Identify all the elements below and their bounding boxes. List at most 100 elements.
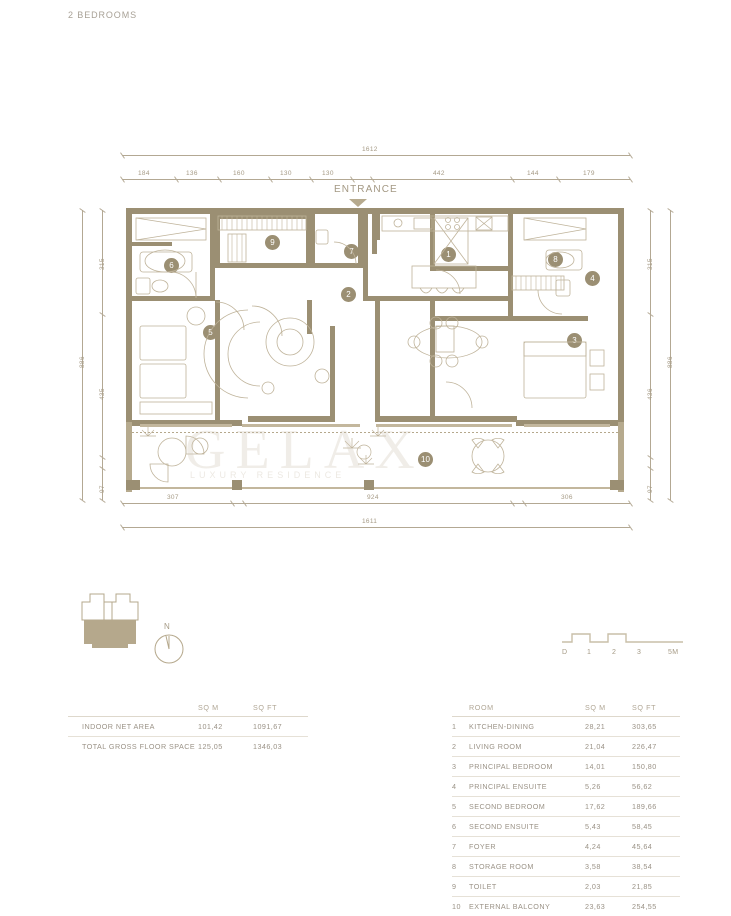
compass: N bbox=[152, 622, 186, 662]
schedule-row-9-room: EXTERNAL BALCONY bbox=[469, 897, 585, 916]
table-row: 7 FOYER 4,24 45,64 bbox=[452, 837, 680, 857]
table-row: 6 SECOND ENSUITE 5,43 58,45 bbox=[452, 817, 680, 837]
sink-icon bbox=[152, 280, 168, 292]
dim-right-overall-value: 886 bbox=[667, 356, 674, 368]
schedule-row-7-num: 8 bbox=[452, 857, 469, 877]
schedule-row-3-sqft: 56,62 bbox=[632, 777, 680, 797]
wardrobe-icon bbox=[436, 326, 454, 352]
dim-right-overall-line bbox=[670, 210, 671, 500]
table-row: 9 TOILET 2,03 21,85 bbox=[452, 877, 680, 897]
schedule-header-row: ROOM SQ M SQ FT bbox=[452, 700, 680, 717]
table-row: 5 SECOND BEDROOM 17,62 189,66 bbox=[452, 797, 680, 817]
table-row: INDOOR NET AREA 101,42 1091,67 bbox=[68, 717, 308, 737]
dim-bottom-seg-2: 306 bbox=[561, 494, 573, 501]
room-marker-3[interactable]: 3 bbox=[567, 333, 582, 348]
wall-kitchen-right bbox=[375, 300, 380, 422]
room-marker-1[interactable]: 1 bbox=[441, 247, 456, 262]
room-marker-4[interactable]: 4 bbox=[585, 271, 600, 286]
schedule-row-1-room: LIVING ROOM bbox=[469, 737, 585, 757]
outdoor-chair-icon bbox=[158, 438, 186, 466]
balcony-dashed-line bbox=[132, 432, 620, 433]
toilet-icon bbox=[556, 280, 570, 296]
dim-right-seg-1: 436 bbox=[647, 388, 654, 400]
wall-exterior-right bbox=[618, 208, 624, 426]
scale-tick-1: 1 bbox=[587, 649, 591, 656]
wall-storage-bottom bbox=[430, 266, 512, 271]
schedule-header-3: SQ FT bbox=[632, 700, 680, 717]
schedule-header-1: ROOM bbox=[469, 700, 585, 717]
dim-top-seg-0: 184 bbox=[138, 170, 150, 177]
key-plan-unit-right bbox=[112, 594, 138, 620]
dim-left-overall-value: 886 bbox=[79, 356, 86, 368]
side-table-icon bbox=[315, 369, 329, 383]
kitchen-counter-icon bbox=[382, 216, 508, 231]
schedule-row-4-sqm: 17,62 bbox=[585, 797, 632, 817]
wall-closet-bottom bbox=[215, 263, 310, 268]
summary-row-0-label: INDOOR NET AREA bbox=[68, 717, 198, 737]
wall-living-mid bbox=[307, 300, 312, 334]
scale-bar: D 1 2 3 5M bbox=[560, 630, 685, 662]
room-marker-7[interactable]: 7 bbox=[344, 244, 359, 259]
schedule-row-4-sqft: 189,66 bbox=[632, 797, 680, 817]
door-swing bbox=[170, 272, 196, 298]
key-plan-diagram bbox=[74, 590, 146, 652]
room-marker-6[interactable]: 6 bbox=[164, 258, 179, 273]
wall-closet-top bbox=[215, 214, 310, 219]
dim-top-overall-line bbox=[122, 155, 630, 156]
schedule-row-5-num: 6 bbox=[452, 817, 469, 837]
summary-row-1-sqft: 1346,03 bbox=[253, 737, 308, 757]
outdoor-chair-icon bbox=[150, 464, 168, 482]
schedule-row-1-sqm: 21,04 bbox=[585, 737, 632, 757]
sofa-icon bbox=[204, 310, 248, 398]
page-title: 2 BEDROOMS bbox=[68, 10, 137, 20]
wall-principal-top bbox=[435, 316, 511, 321]
room-marker-9[interactable]: 9 bbox=[265, 235, 280, 250]
outdoor-chair-icon bbox=[492, 438, 504, 448]
door-swing bbox=[446, 382, 472, 408]
schedule-row-2-sqm: 14,01 bbox=[585, 757, 632, 777]
wall-storage-right bbox=[508, 214, 513, 270]
schedule-row-2-num: 3 bbox=[452, 757, 469, 777]
outdoor-chair-icon bbox=[492, 464, 504, 474]
bench-icon bbox=[140, 402, 212, 414]
table-row: 1 KITCHEN-DINING 28,21 303,65 bbox=[452, 717, 680, 737]
wall-storage-left bbox=[430, 214, 435, 270]
wall-toilet-bottom bbox=[310, 263, 362, 268]
schedule-row-5-sqm: 5,43 bbox=[585, 817, 632, 837]
nightstand-icon bbox=[590, 374, 604, 390]
schedule-row-7-sqm: 3,58 bbox=[585, 857, 632, 877]
schedule-row-8-sqft: 21,85 bbox=[632, 877, 680, 897]
balcony-rail-1 bbox=[140, 424, 232, 427]
schedule-row-0-sqft: 303,65 bbox=[632, 717, 680, 737]
side-table-icon bbox=[187, 307, 205, 325]
room-marker-2[interactable]: 2 bbox=[341, 287, 356, 302]
dim-top-seg-7: 179 bbox=[583, 170, 595, 177]
toilet-icon bbox=[316, 230, 328, 244]
wall-living-bottom bbox=[248, 416, 330, 422]
dim-left-overall-line bbox=[82, 210, 83, 500]
schedule-header-0 bbox=[452, 700, 469, 717]
room-marker-8[interactable]: 8 bbox=[548, 252, 563, 267]
entrance-arrow-icon bbox=[349, 199, 367, 207]
wall-living-right bbox=[330, 326, 335, 422]
dim-left-seg-0: 315 bbox=[99, 258, 106, 270]
balcony-post-1 bbox=[232, 480, 242, 490]
dim-bottom-seg-0: 307 bbox=[167, 494, 179, 501]
wall-dining-bottom bbox=[459, 416, 517, 422]
schedule-table-element: ROOM SQ M SQ FT 1 KITCHEN-DINING 28,21 3… bbox=[452, 700, 680, 916]
bed-icon bbox=[524, 342, 586, 398]
dim-bottom-overall-value: 1611 bbox=[362, 518, 377, 525]
room-marker-10[interactable]: 10 bbox=[418, 452, 433, 467]
scale-tick-0: D bbox=[562, 649, 567, 656]
entrance-label: ENTRANCE bbox=[334, 184, 398, 195]
schedule-row-9-sqft: 254,55 bbox=[632, 897, 680, 916]
schedule-row-7-room: STORAGE ROOM bbox=[469, 857, 585, 877]
room-marker-5[interactable]: 5 bbox=[203, 325, 218, 340]
balcony-post-right bbox=[610, 480, 624, 490]
summary-row-1-label: TOTAL GROSS FLOOR SPACE bbox=[68, 737, 198, 757]
dim-top-overall-value: 1612 bbox=[362, 146, 378, 153]
schedule-row-6-sqft: 45,64 bbox=[632, 837, 680, 857]
schedule-row-7-sqft: 38,54 bbox=[632, 857, 680, 877]
dim-top-segments-line bbox=[122, 179, 630, 180]
oven-icon bbox=[476, 217, 492, 230]
